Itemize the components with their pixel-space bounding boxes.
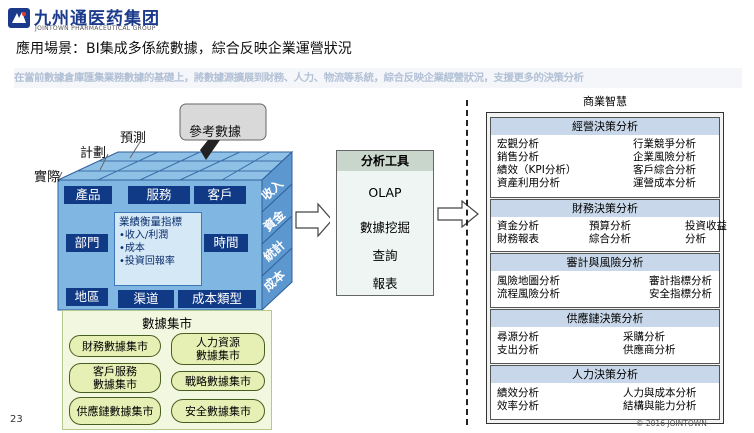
- item-asset-utilization: 資產利用分析: [497, 177, 560, 189]
- tool-data-mining: 數據挖掘: [359, 220, 410, 235]
- logo-text-cn: 九州通医药集团: [34, 9, 160, 29]
- item-risk-map: 風險地圖分析: [497, 275, 560, 287]
- tool-report: 報表: [372, 276, 398, 291]
- section-body-hr: 績效分析 人力與成本分析 效率分析 結構與能力分析: [490, 383, 720, 420]
- item-performance: 績效分析: [497, 387, 539, 399]
- item-budget-analysis: 預算分析: [589, 220, 631, 232]
- jointown-logo-icon: [8, 8, 30, 28]
- reference-data-box: [179, 103, 267, 141]
- page-title: 應用場景：BI集成多係統數據，綜合反映企業運營狀況: [16, 41, 352, 57]
- section-header-finance: 財務決策分析: [490, 199, 720, 218]
- item-operating-cost: 運營成本分析: [633, 177, 696, 189]
- item-safety-indicators: 安全指標分析: [649, 288, 712, 300]
- copyright: © 2016 JOINTOWN: [636, 419, 707, 428]
- business-intelligence-panel: 商業智慧 經營決策分析 宏觀分析 行業競爭分析 銷售分析 企業風險分析 績效（K…: [486, 95, 727, 424]
- forecast-axis-label: 預測: [120, 131, 147, 146]
- item-investment-return: 投資收益: [685, 220, 727, 232]
- data-mart-supply-chain: 供應鏈數據集市: [69, 397, 161, 425]
- tool-olap: OLAP: [368, 185, 402, 200]
- item-macro-analysis: 宏觀分析: [497, 138, 539, 150]
- section-body-supply-chain: 尋源分析 采購分析 支出分析 供應商分析: [490, 327, 720, 364]
- dimension-department: 部門: [66, 234, 108, 252]
- dimension-service: 服務: [128, 186, 190, 204]
- item-sourcing: 尋源分析: [497, 331, 539, 343]
- section-header-supply-chain: 供應鏈決策分析: [490, 309, 720, 328]
- item-analysis: 分析: [685, 233, 706, 245]
- item-enterprise-risk: 企業風險分析: [633, 151, 696, 163]
- item-industry-competition: 行業競爭分析: [633, 138, 696, 150]
- data-mart-hr: 人力資源 數據集市: [171, 333, 265, 365]
- data-mart-finance: 財務數據集市: [69, 335, 161, 357]
- kpi-box: 業績衡量指標 •收入/利潤 •成本 •投資回報率: [114, 212, 202, 286]
- data-mart-strategy: 戰略數據集市: [171, 371, 265, 391]
- dimension-region: 地區: [66, 288, 108, 306]
- item-audit-indicators: 審計指標分析: [649, 275, 712, 287]
- section-header-hr: 人力決策分析: [490, 365, 720, 384]
- bi-title: 商業智慧: [583, 95, 627, 108]
- section-header-audit-risk: 審計與風險分析: [490, 253, 720, 272]
- data-marts-title: 數據集市: [141, 316, 192, 331]
- section-body-audit-risk: 風險地圖分析 審計指標分析 流程風險分析 安全指標分析: [490, 271, 720, 308]
- item-procurement: 采購分析: [623, 331, 665, 343]
- dimension-time: 時間: [204, 234, 248, 252]
- kpi-item-roi: •投資回報率: [119, 256, 175, 267]
- item-comprehensive-analysis: 綜合分析: [589, 233, 631, 245]
- arrow-to-tools-icon: [295, 202, 330, 238]
- item-sales-analysis: 銷售分析: [497, 151, 539, 163]
- item-capital-analysis: 資金分析: [497, 220, 539, 232]
- section-body-finance: 資金分析 預算分析 投資收益 財務報表 綜合分析 分析: [490, 217, 727, 252]
- reference-arrow-icon: [200, 140, 220, 160]
- section-header-operations: 經營決策分析: [490, 117, 720, 136]
- item-customer-overall: 客戶綜合分析: [633, 164, 696, 176]
- dimension-customer: 客戶: [194, 186, 246, 204]
- actual-axis-label: 實際: [34, 170, 61, 185]
- page-number: 23: [10, 414, 23, 425]
- item-structure-ability: 結構與能力分析: [623, 400, 697, 412]
- kpi-item-revenue-profit: •收入/利潤: [119, 230, 169, 241]
- data-mart-security: 安全數據集市: [171, 399, 265, 423]
- dimension-product: 產品: [64, 186, 112, 204]
- item-supplier: 供應商分析: [623, 344, 676, 356]
- dimension-channel: 渠道: [118, 290, 174, 308]
- data-marts-panel: 數據集市 財務數據集市 人力資源 數據集市 客戶服務 數據集市 戰略數據集市 供…: [62, 310, 272, 430]
- tool-query: 查詢: [372, 248, 398, 263]
- item-spending: 支出分析: [497, 344, 539, 356]
- page-subtitle: 在當前數據倉庫匯集業務數據的基礎上，將數據源擴展到財務、人力、物流等系統，綜合反…: [14, 68, 742, 88]
- reference-data-label: 參考數據: [189, 125, 242, 140]
- divider-line: [466, 100, 468, 425]
- dimension-cost-type: 成本類型: [178, 290, 256, 308]
- item-process-risk: 流程風險分析: [497, 288, 560, 300]
- analysis-tools-panel: 分析工具 OLAP 數據挖掘 查詢 報表: [336, 150, 434, 296]
- kpi-title: 業績衡量指標: [119, 216, 182, 228]
- kpi-item-cost: •成本: [119, 243, 145, 254]
- logo-text-en: JOINTOWN PHARMACEUTICAL GROUP: [35, 25, 156, 32]
- section-body-operations: 宏觀分析 行業競爭分析 銷售分析 企業風險分析 績效（KPI分析） 客戶綜合分析…: [490, 135, 720, 198]
- arrow-to-bi-icon: [437, 200, 479, 228]
- item-kpi-analysis: 績效（KPI分析）: [497, 164, 577, 176]
- analysis-tools-title: 分析工具: [337, 151, 433, 171]
- item-financial-statements: 財務報表: [497, 233, 539, 245]
- item-hr-cost: 人力與成本分析: [623, 387, 697, 399]
- plan-axis-label: 計劃: [80, 146, 107, 161]
- data-mart-customer-service: 客戶服務 數據集市: [69, 363, 161, 393]
- item-efficiency: 效率分析: [497, 400, 539, 412]
